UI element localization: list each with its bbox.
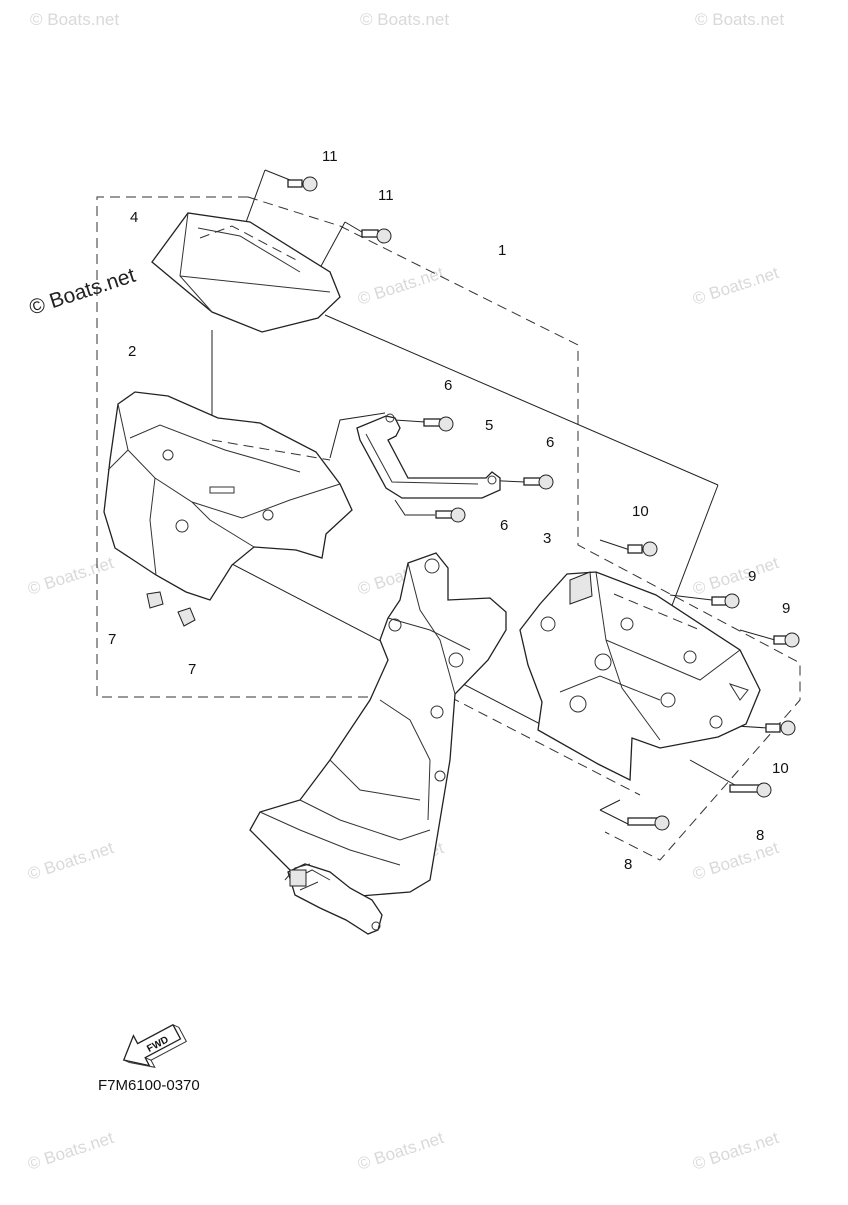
bolt-10-b — [765, 720, 796, 736]
screw-6-c — [435, 507, 466, 523]
meter-visor — [151, 212, 341, 333]
callout-6: 6 — [500, 517, 508, 534]
watermark: © Boats.net — [30, 10, 119, 29]
watermark: © Boats.net — [355, 1128, 446, 1174]
watermark: © Boats.net — [695, 10, 784, 29]
watermark-strong: © Boats.net — [26, 264, 138, 320]
callout-2: 2 — [128, 343, 136, 360]
screw-6-b — [523, 474, 554, 490]
callout-1: 1 — [498, 242, 506, 259]
callout-5: 5 — [485, 417, 493, 434]
screw-6-a — [423, 416, 454, 432]
bolt-11-a — [287, 176, 318, 192]
lower-cover — [519, 571, 761, 782]
callout-6: 6 — [444, 377, 452, 394]
steering-column — [249, 552, 507, 935]
grip-trim — [356, 413, 501, 499]
assembly-outline — [96, 196, 801, 861]
upper-handle-cover — [103, 391, 353, 601]
callout-10: 10 — [632, 503, 649, 520]
fasteners — [146, 176, 800, 831]
watermark: © Boats.net — [25, 1128, 116, 1174]
callout-4: 4 — [130, 209, 138, 226]
nut-7-b — [177, 607, 196, 627]
bolt-11-b — [361, 228, 392, 244]
watermark: © Boats.net — [360, 10, 449, 29]
watermark: © Boats.net — [25, 553, 116, 599]
callout-11: 11 — [378, 187, 394, 204]
callout-10: 10 — [772, 760, 789, 777]
callouts: 1 2 3 4 5 6 6 6 7 7 8 8 9 9 10 10 11 11 — [108, 148, 790, 873]
bolt-8-a — [729, 782, 772, 798]
callout-6: 6 — [546, 434, 554, 451]
watermark: © Boats.net — [690, 1128, 781, 1174]
callout-11: 11 — [322, 148, 338, 165]
watermark: © Boats.net — [690, 838, 781, 884]
fwd-arrow-icon: FWD — [122, 1023, 188, 1068]
callout-7: 7 — [108, 631, 116, 648]
callout-9: 9 — [782, 600, 790, 617]
watermark: © Boats.net — [355, 263, 446, 309]
callout-3: 3 — [543, 530, 551, 547]
callout-7: 7 — [188, 661, 196, 678]
diagram-code: F7M6100-0370 — [98, 1077, 200, 1094]
callout-8: 8 — [624, 856, 632, 873]
watermark: © Boats.net — [25, 838, 116, 884]
bolt-10-a — [627, 541, 658, 557]
watermark: © Boats.net — [690, 553, 781, 599]
bolt-9-b — [773, 632, 800, 648]
watermark: © Boats.net — [690, 263, 781, 309]
bolt-8-b — [627, 815, 670, 831]
callout-9: 9 — [748, 568, 756, 585]
bolt-9-a — [711, 593, 740, 609]
nut-7-a — [146, 591, 164, 609]
callout-8: 8 — [756, 827, 764, 844]
